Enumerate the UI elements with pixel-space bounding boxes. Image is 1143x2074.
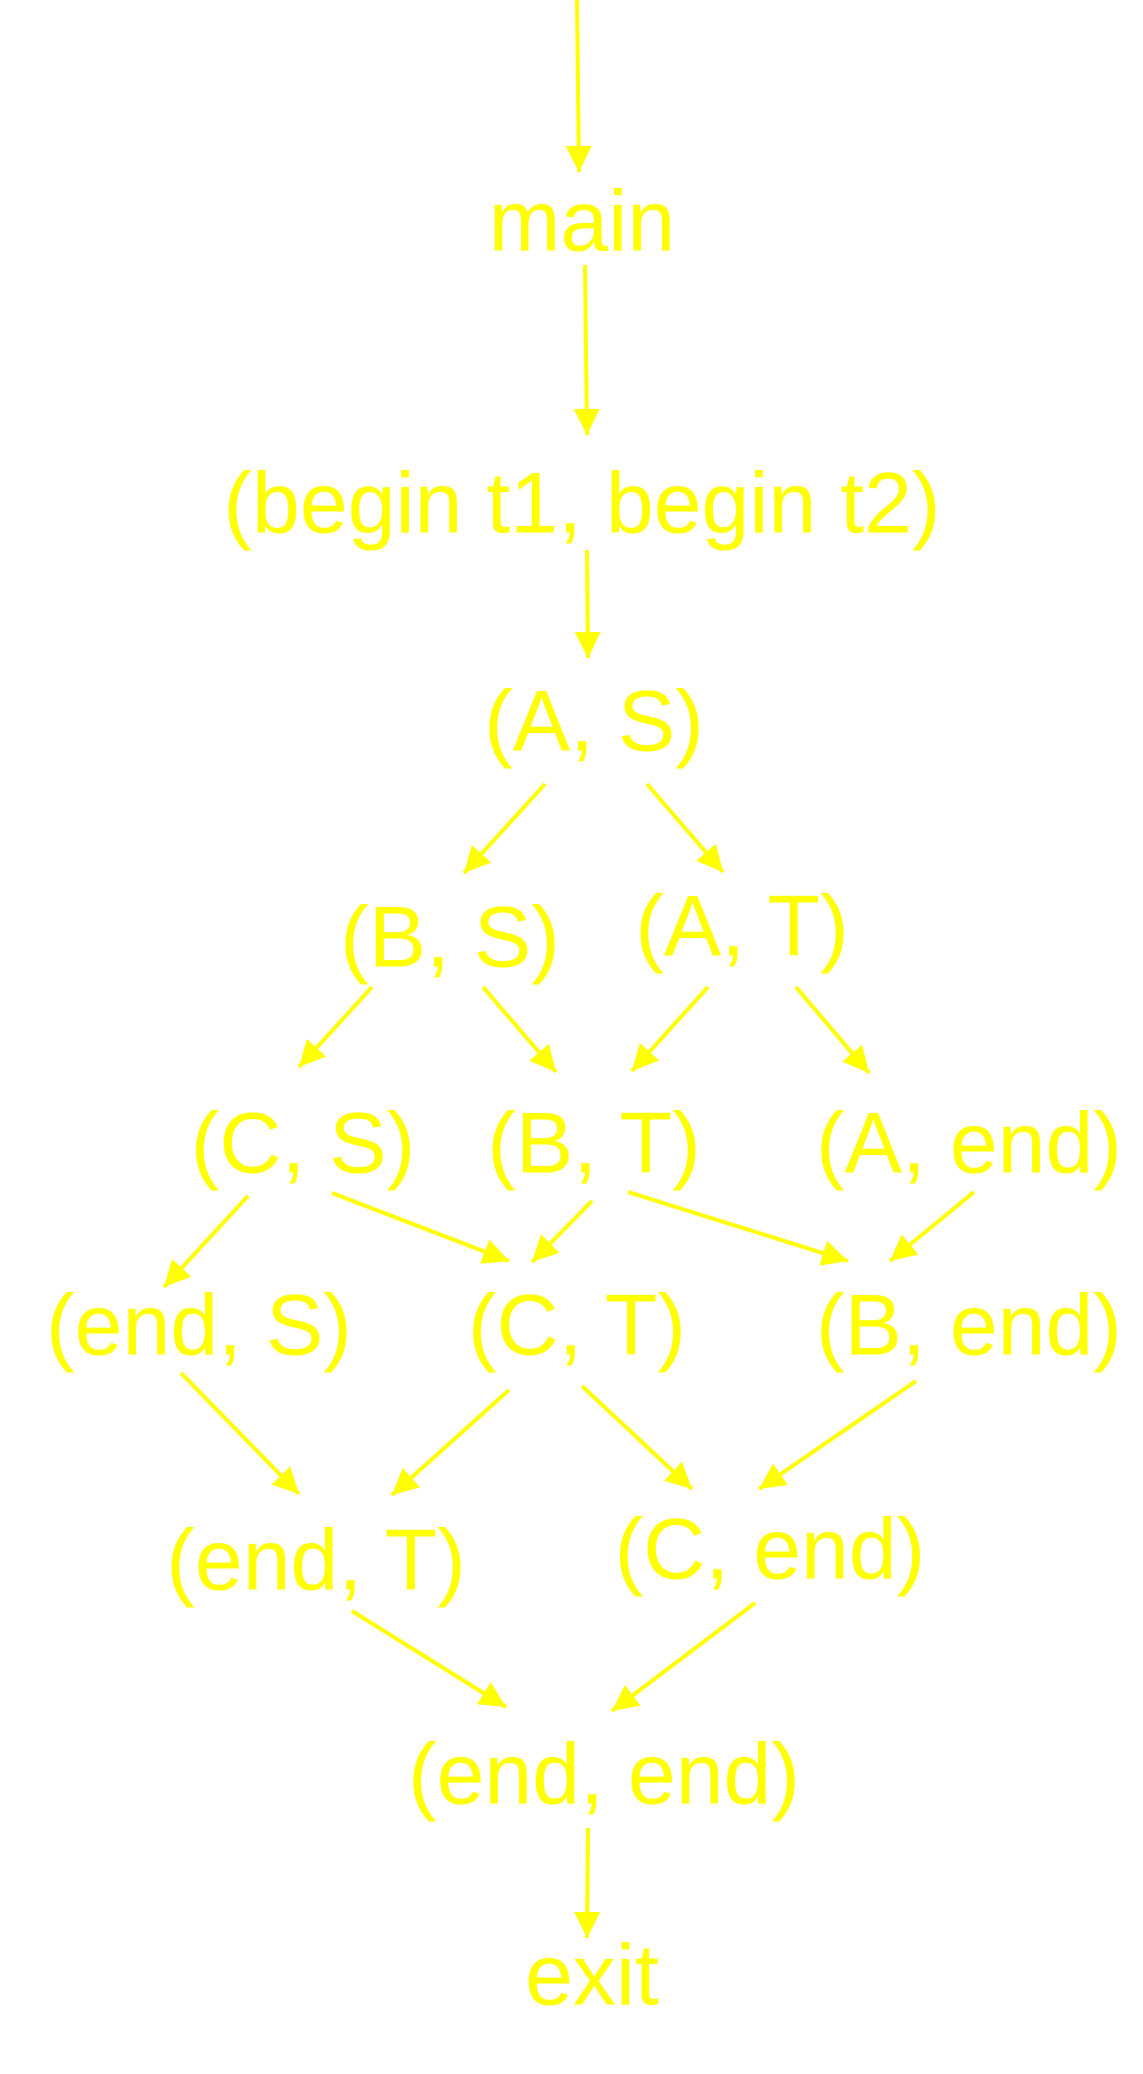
edge-main-to-begin [573,264,600,436]
node-end-s: (end, S) [46,1278,352,1374]
edges-group [162,0,976,1939]
edge-a-t-to-b-t [630,985,710,1073]
node-end-t: (end, T) [166,1513,466,1609]
nodes-group: main (begin t1, begin t2) (A, S) (B, S) … [46,174,1122,2024]
node-a-t: (A, T) [635,879,848,975]
edge-a-s-to-a-t [645,782,725,874]
node-c-t: (C, T) [468,1278,686,1374]
node-b-s: (B, S) [340,890,560,986]
edge-b-t-to-b-end [627,1190,849,1266]
node-c-end: (C, end) [615,1502,926,1598]
edge-a-t-to-a-end [794,985,871,1075]
node-main: main [489,174,675,270]
edge-a-end-to-b-end [888,1190,976,1263]
edge-end-end-to-exit [574,1827,601,1939]
edge-b-s-to-c-s [297,985,374,1069]
edge-b-s-to-b-t [481,985,558,1074]
node-a-end: (A, end) [816,1096,1122,1192]
node-end-end: (end, end) [408,1727,800,1823]
edge-b-end-to-c-end [757,1379,918,1491]
edge-a-s-to-b-s [462,782,547,875]
node-exit: exit [525,1928,659,2024]
edge-c-t-to-end-t [390,1388,511,1497]
edge-c-s-to-end-s [162,1194,250,1289]
edge-end-t-to-end-end [350,1609,508,1709]
edge-entry-to-main [565,0,592,173]
edge-end-s-to-end-t [179,1371,301,1496]
node-a-s: (A, S) [484,674,704,770]
node-b-t: (B, T) [487,1096,700,1192]
node-b-end: (B, end) [816,1278,1122,1374]
edge-b-t-to-c-t [530,1199,594,1264]
edge-c-end-to-end-end [610,1601,757,1713]
edge-c-t-to-c-end [580,1384,694,1491]
node-begin-t1-begin-t2: (begin t1, begin t2) [223,456,940,552]
edge-c-s-to-c-t [331,1191,510,1264]
edge-begin-to-a-s [574,549,601,659]
node-c-s: (C, S) [191,1096,416,1192]
